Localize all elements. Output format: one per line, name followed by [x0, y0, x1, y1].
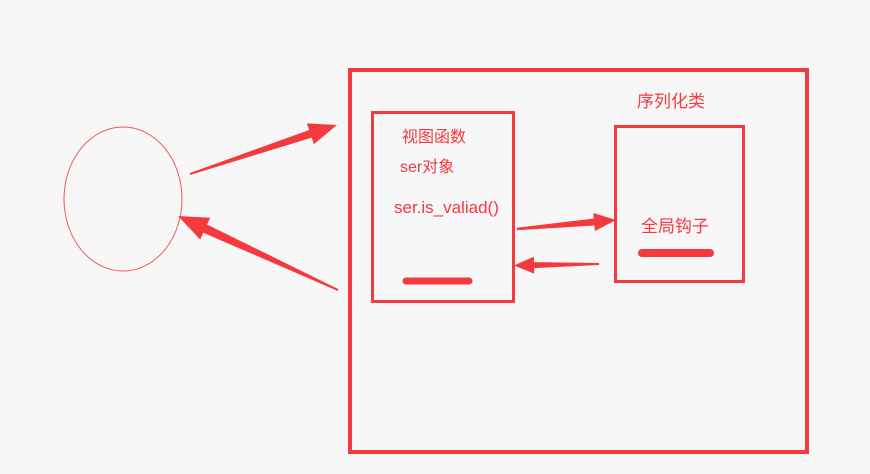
- view-function-box: [371, 111, 515, 303]
- ser-object-label: ser对象: [400, 159, 455, 176]
- arrow-ellipse-to-serializer-icon: [189, 123, 337, 175]
- serializer-class-label: 序列化类: [637, 92, 705, 111]
- serializer-class-box: [348, 68, 809, 454]
- view-function-label: 视图函数: [402, 129, 467, 146]
- arrow-serializer-to-ellipse-icon: [178, 216, 339, 291]
- global-hook-box: [614, 125, 745, 283]
- flow-ellipse: [63, 126, 183, 272]
- global-hook-label: 全局钩子: [641, 217, 709, 236]
- is-valid-call-label: ser.is_valiad(): [394, 198, 499, 217]
